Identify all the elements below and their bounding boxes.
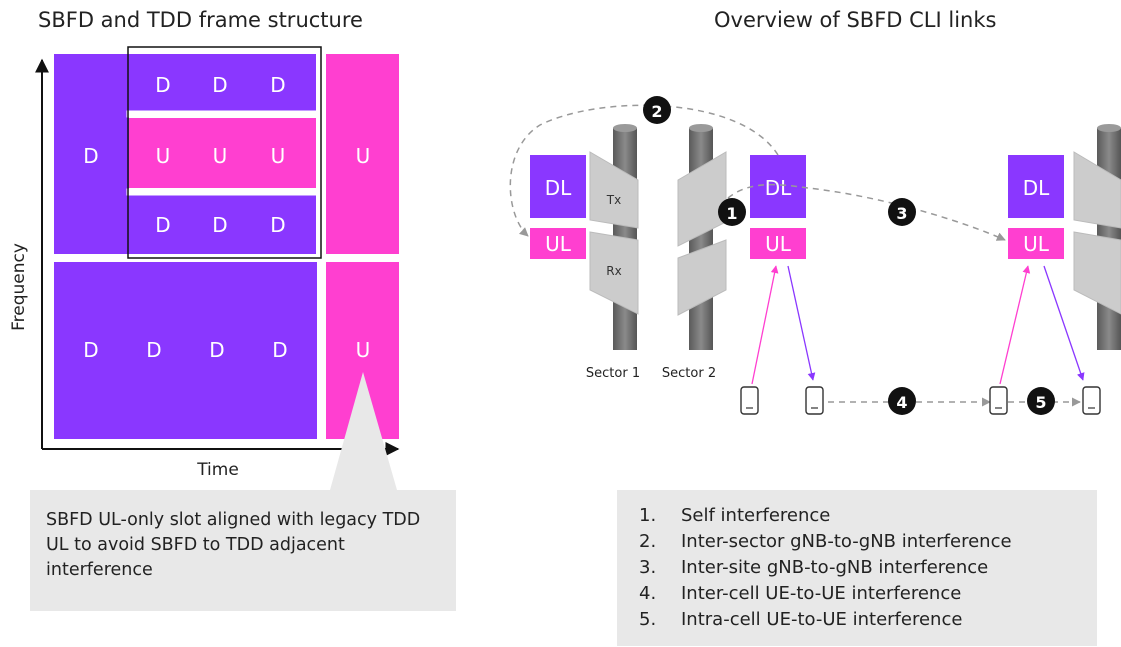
frame-label: U <box>213 144 228 168</box>
sbfd-dl-block-bottom <box>129 195 316 254</box>
frame-label: D <box>83 144 98 168</box>
sector1-rx-panel <box>589 231 639 315</box>
rx-label: Rx <box>606 264 621 278</box>
frame-label: D <box>212 73 227 97</box>
tdd-dl-block-bottom <box>54 262 317 439</box>
frame-label: D <box>155 213 170 237</box>
callout-text: SBFD UL-only slot aligned with legacy TD… <box>46 510 421 580</box>
frame-label: D <box>270 213 285 237</box>
ue-uplink-arrow <box>751 265 779 385</box>
right-title: Overview of SBFD CLI links <box>714 8 997 32</box>
tdd-ul-block-top <box>326 54 399 254</box>
callout-pointer <box>330 372 397 490</box>
legend-item: 3.Inter-site gNB-to-gNB interference <box>639 557 989 578</box>
frame-label: U <box>356 338 371 362</box>
marker-2: 2 <box>643 96 671 124</box>
sector2-label: Sector 2 <box>662 366 716 381</box>
frame-label: U <box>356 144 371 168</box>
site2-upper-panel <box>1073 151 1121 229</box>
sector2-upper-panel <box>677 151 727 247</box>
sbfd-slot-outline <box>127 46 322 259</box>
marker-4: 4 <box>888 387 916 415</box>
x-axis-label: Time <box>196 460 239 480</box>
svg-text:5: 5 <box>1035 393 1046 412</box>
sector2-dl-ul: DL UL <box>750 155 806 259</box>
dl-label: DL <box>765 176 792 200</box>
interference-legend: 1.Self interference 2.Inter-sector gNB-t… <box>617 490 1097 646</box>
sector1-tx-panel <box>589 151 639 229</box>
frame-label: D <box>272 338 287 362</box>
legend-item: 4.Inter-cell UE-to-UE interference <box>639 583 962 604</box>
dl-to-ue-arrow <box>1043 265 1085 381</box>
dl-to-ue-arrow <box>787 265 816 381</box>
ue-phone-icon <box>740 386 759 415</box>
frame-label: D <box>146 338 161 362</box>
dl-label: DL <box>545 176 572 200</box>
svg-text:4: 4 <box>896 393 907 412</box>
svg-text:3: 3 <box>896 204 907 223</box>
tx-label: Tx <box>606 193 621 207</box>
dl-label: DL <box>1023 176 1050 200</box>
site2-dl-ul: DL UL <box>1008 155 1064 259</box>
frame-label: D <box>270 73 285 97</box>
y-axis-label: Frequency <box>9 243 29 331</box>
ue-uplink-arrow <box>999 265 1031 385</box>
ue-phone-icon <box>805 386 824 415</box>
svg-text:1: 1 <box>726 204 737 223</box>
marker-1: 1 <box>718 198 746 226</box>
left-title: SBFD and TDD frame structure <box>38 8 363 32</box>
legend-item: 2.Inter-sector gNB-to-gNB interference <box>639 531 1012 552</box>
ue-phone-icon <box>1082 386 1101 415</box>
inter-site-link <box>727 183 1006 241</box>
sector1-dl-ul: DL UL <box>530 155 586 259</box>
legend-item: 1.Self interference <box>639 505 831 526</box>
site2-lower-panel <box>1073 231 1121 315</box>
inter-sector-link <box>509 104 779 237</box>
sbfd-ul-block <box>129 118 316 188</box>
ul-label: UL <box>1023 232 1050 256</box>
frame-label: D <box>155 73 170 97</box>
sector2-lower-panel <box>677 239 727 316</box>
svg-text:2: 2 <box>651 102 662 121</box>
frame-label: U <box>156 144 171 168</box>
frame-label: D <box>209 338 224 362</box>
marker-3: 3 <box>888 198 916 226</box>
marker-5: 5 <box>1027 387 1055 415</box>
frame-label: D <box>83 338 98 362</box>
ul-label: UL <box>765 232 792 256</box>
tdd-dl-block-top <box>54 54 129 254</box>
callout-box: SBFD UL-only slot aligned with legacy TD… <box>30 490 456 611</box>
ul-label: UL <box>545 232 572 256</box>
ue-phone-icon <box>989 386 1008 415</box>
sector1-label: Sector 1 <box>586 366 640 381</box>
frame-label: U <box>271 144 286 168</box>
sbfd-dl-block-top <box>129 54 316 111</box>
legend-item: 5.Intra-cell UE-to-UE interference <box>639 609 963 630</box>
frame-label: D <box>212 213 227 237</box>
legend-list: 1.Self interference 2.Inter-sector gNB-t… <box>639 503 1012 633</box>
